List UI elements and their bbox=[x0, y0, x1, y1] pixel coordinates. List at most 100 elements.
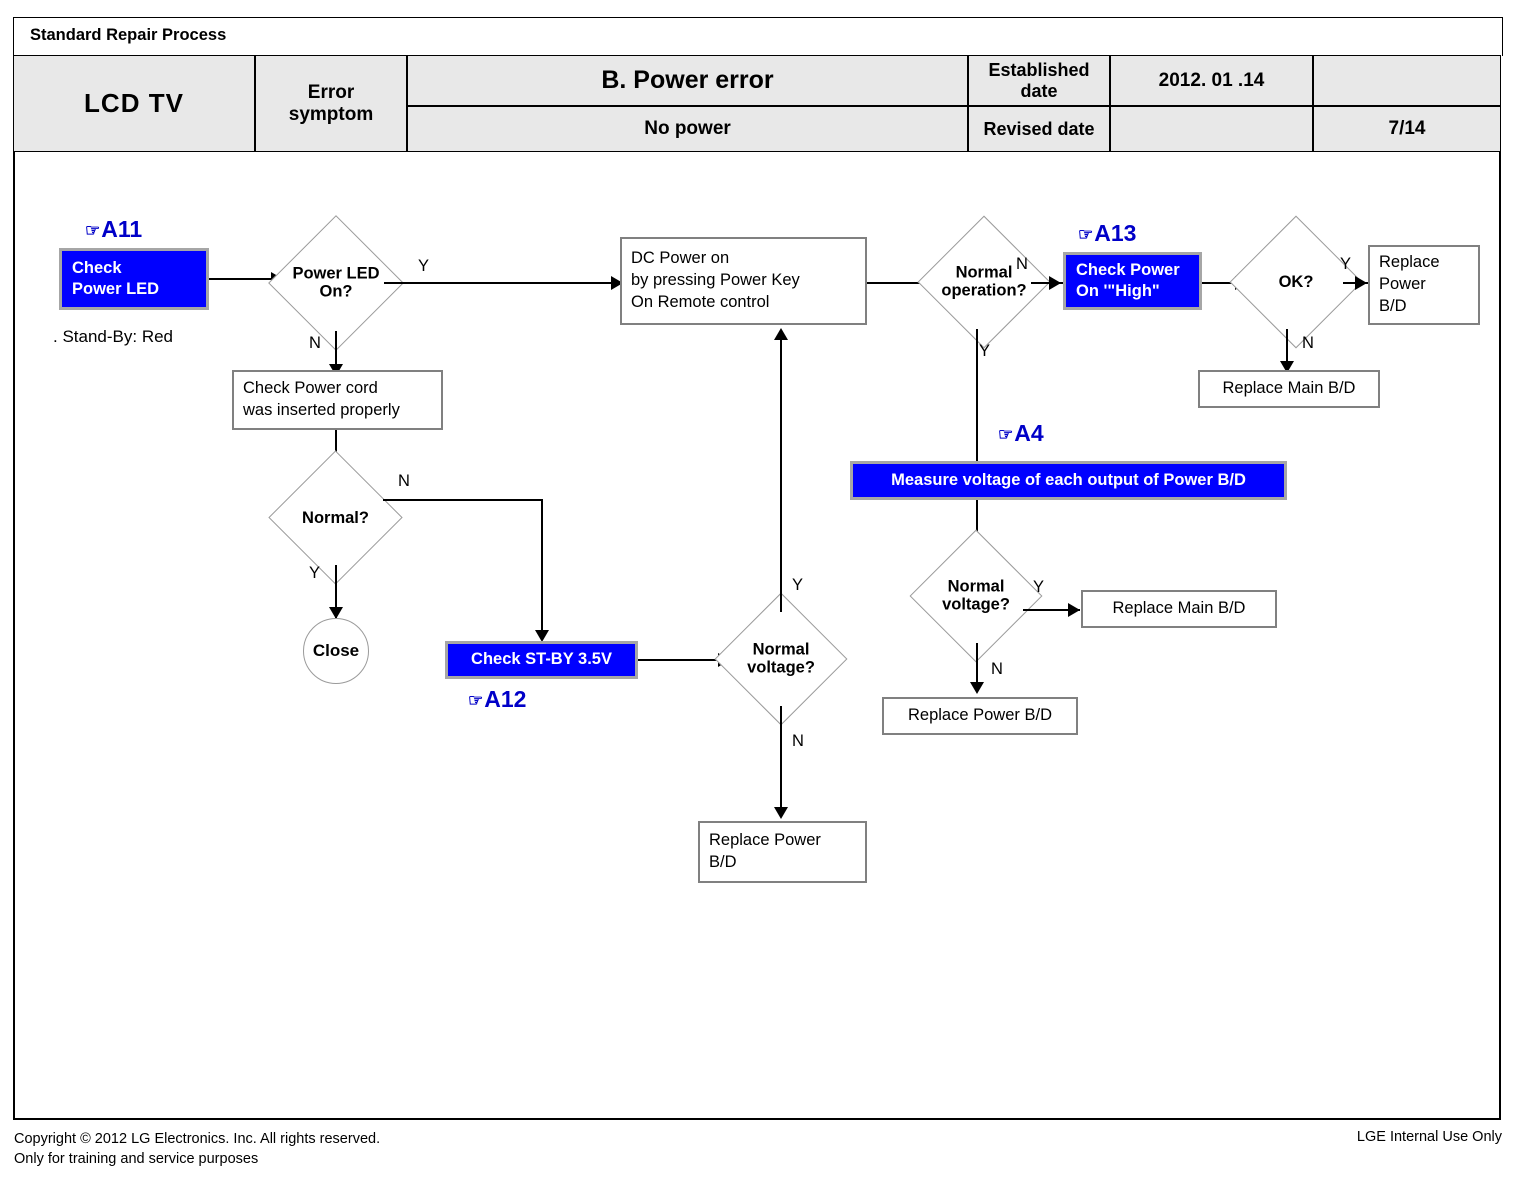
established-date-label-line1: Established bbox=[988, 59, 1090, 80]
product-cell: LCD TV bbox=[13, 55, 255, 152]
annotation-a12-label: A12 bbox=[484, 686, 527, 712]
node-replace-power-bd-topright-line1: Replace bbox=[1379, 253, 1440, 272]
node-check-stby[interactable]: Check ST-BY 3.5V bbox=[445, 641, 638, 679]
edge-label-nvright-no: N bbox=[991, 660, 1003, 678]
decision-normal-voltage-right-line1: Normal bbox=[947, 577, 1005, 596]
header-title-bar bbox=[13, 17, 1503, 56]
node-dc-power-on-line3: On Remote control bbox=[631, 292, 770, 311]
footer-copyright: Copyright © 2012 LG Electronics. Inc. Al… bbox=[14, 1129, 380, 1169]
decision-power-led-on-line1: Power LED bbox=[292, 264, 380, 283]
node-check-power-cord[interactable]: Check Power cord was inserted properly bbox=[232, 370, 443, 430]
edge-measure-to-normalvoltage bbox=[976, 500, 978, 549]
arrowhead-nvright-no bbox=[970, 682, 984, 694]
decision-normal-voltage-right[interactable]: Normal voltage? bbox=[909, 529, 1043, 663]
header-table: Standard Repair Process LCD TV Error sym… bbox=[13, 17, 1503, 152]
decision-power-led-on-label: Power LED On? bbox=[292, 265, 379, 302]
decision-normal-voltage-center-label: Normal voltage? bbox=[747, 641, 815, 678]
node-replace-main-bd-right[interactable]: Replace Main B/D bbox=[1081, 590, 1277, 628]
node-replace-main-bd-topright[interactable]: Replace Main B/D bbox=[1198, 370, 1380, 408]
node-check-power-cord-line2: was inserted properly bbox=[243, 401, 400, 419]
edge-nvright-no bbox=[976, 643, 978, 692]
node-replace-power-bd-center[interactable]: Replace Power B/D bbox=[698, 821, 867, 883]
node-replace-power-bd-topright-line2: Power bbox=[1379, 275, 1426, 294]
edge-nvcenter-no bbox=[780, 706, 782, 817]
edge-label-normal-no: N bbox=[398, 472, 410, 490]
annotation-a12: ☞ A12 bbox=[468, 686, 526, 713]
node-measure-voltage[interactable]: Measure voltage of each output of Power … bbox=[850, 461, 1287, 500]
edge-label-nvcenter-yes: Y bbox=[792, 576, 804, 594]
edge-label-nvright-yes: Y bbox=[1033, 578, 1045, 596]
page-title: Standard Repair Process bbox=[30, 26, 227, 44]
node-close[interactable]: Close bbox=[303, 618, 369, 684]
node-check-power-on-high[interactable]: Check Power On '"High" bbox=[1063, 252, 1202, 310]
established-date-label-line2: date bbox=[1020, 80, 1058, 101]
edge-ok-no bbox=[1286, 329, 1288, 371]
annotation-a13: ☞ A13 bbox=[1078, 220, 1136, 247]
revised-date-label-cell: Revised date bbox=[968, 106, 1110, 152]
edge-label-ledon-yes: Y bbox=[418, 257, 430, 275]
edge-label-ok-no: N bbox=[1302, 334, 1314, 352]
footer-internal-use: LGE Internal Use Only bbox=[1356, 1129, 1502, 1145]
established-date-label-cell: Established date bbox=[968, 55, 1110, 106]
pointing-hand-icon: ☞ bbox=[468, 691, 484, 710]
edge-label-nvcenter-no: N bbox=[792, 732, 804, 750]
decision-normal-label: Normal? bbox=[302, 508, 369, 527]
arrowhead-ok-yes bbox=[1355, 276, 1367, 290]
edge-ledon-yes bbox=[384, 282, 616, 284]
edge-label-ledon-no: N bbox=[309, 334, 321, 352]
edge-normalop-no bbox=[1031, 282, 1065, 284]
edge-normal-no-v bbox=[541, 499, 543, 639]
pointing-hand-icon: ☞ bbox=[1078, 225, 1094, 244]
annotation-a4: ☞ A4 bbox=[998, 420, 1044, 447]
decision-normal-voltage-right-line2: voltage? bbox=[942, 596, 1010, 614]
edge-normal-no-h bbox=[383, 499, 543, 501]
decision-power-led-on[interactable]: Power LED On? bbox=[268, 215, 404, 351]
error-symptom-label-line1: Error bbox=[307, 81, 355, 103]
annotation-a11: ☞ A11 bbox=[85, 216, 142, 243]
node-check-power-led-line1: Check bbox=[72, 258, 122, 277]
edge-dcpower-to-normalop bbox=[867, 282, 935, 284]
decision-normal-operation-label: Normal operation? bbox=[941, 264, 1026, 301]
error-detail-cell: No power bbox=[407, 106, 968, 152]
edge-label-normalop-no: N bbox=[1016, 255, 1028, 273]
arrowhead-normalop-no bbox=[1049, 276, 1061, 290]
decision-ok[interactable]: OK? bbox=[1229, 215, 1363, 349]
node-replace-power-bd-topright[interactable]: Replace Power B/D bbox=[1368, 245, 1480, 325]
node-check-power-led[interactable]: Check Power LED bbox=[59, 248, 209, 310]
revised-date-value-cell bbox=[1110, 106, 1313, 152]
node-replace-power-bd-topright-line3: B/D bbox=[1379, 296, 1407, 315]
annotation-a13-label: A13 bbox=[1094, 220, 1137, 246]
page-frame bbox=[13, 17, 1501, 1120]
edge-nvcenter-yes bbox=[780, 339, 782, 612]
arrowhead-normal-no bbox=[535, 630, 549, 642]
footer-copyright-line2: Only for training and service purposes bbox=[14, 1151, 259, 1167]
established-date-value-cell: 2012. 01 .14 bbox=[1110, 55, 1313, 106]
arrowhead-nvcenter-yes bbox=[774, 328, 788, 340]
error-title-cell: B. Power error bbox=[407, 55, 968, 106]
decision-normal-voltage-center-line1: Normal bbox=[752, 640, 810, 659]
node-replace-power-bd-right[interactable]: Replace Power B/D bbox=[882, 697, 1078, 735]
arrowhead-nvright-yes bbox=[1068, 603, 1080, 617]
node-check-power-led-line2: Power LED bbox=[72, 280, 160, 298]
decision-ok-label: OK? bbox=[1278, 272, 1314, 291]
edge-high-to-ok bbox=[1202, 282, 1249, 284]
decision-power-led-on-line2: On? bbox=[319, 283, 353, 301]
decision-normal-operation[interactable]: Normal operation? bbox=[917, 215, 1051, 349]
header-blank-cell bbox=[1313, 55, 1501, 106]
edge-led-to-ledon bbox=[209, 278, 273, 280]
decision-normal-operation-line1: Normal bbox=[955, 263, 1013, 282]
node-check-power-cord-line1: Check Power cord bbox=[243, 379, 378, 398]
decision-normal-voltage-right-label: Normal voltage? bbox=[942, 578, 1010, 615]
node-replace-power-bd-center-line2: B/D bbox=[709, 853, 737, 871]
decision-normal-voltage-center[interactable]: Normal voltage? bbox=[714, 592, 848, 726]
edge-label-ok-yes: Y bbox=[1340, 255, 1352, 273]
decision-normal[interactable]: Normal? bbox=[268, 450, 403, 585]
edge-stby-to-normalvoltage bbox=[638, 659, 723, 661]
standby-note: . Stand-By: Red bbox=[53, 327, 174, 346]
edge-nvright-yes bbox=[1023, 609, 1080, 611]
annotation-a11-label: A11 bbox=[101, 216, 143, 242]
decision-normal-voltage-center-line2: voltage? bbox=[747, 659, 815, 677]
node-dc-power-on[interactable]: DC Power on by pressing Power Key On Rem… bbox=[620, 237, 867, 325]
error-symptom-label-cell: Error symptom bbox=[255, 55, 407, 152]
node-dc-power-on-line2: by pressing Power Key bbox=[631, 271, 800, 290]
